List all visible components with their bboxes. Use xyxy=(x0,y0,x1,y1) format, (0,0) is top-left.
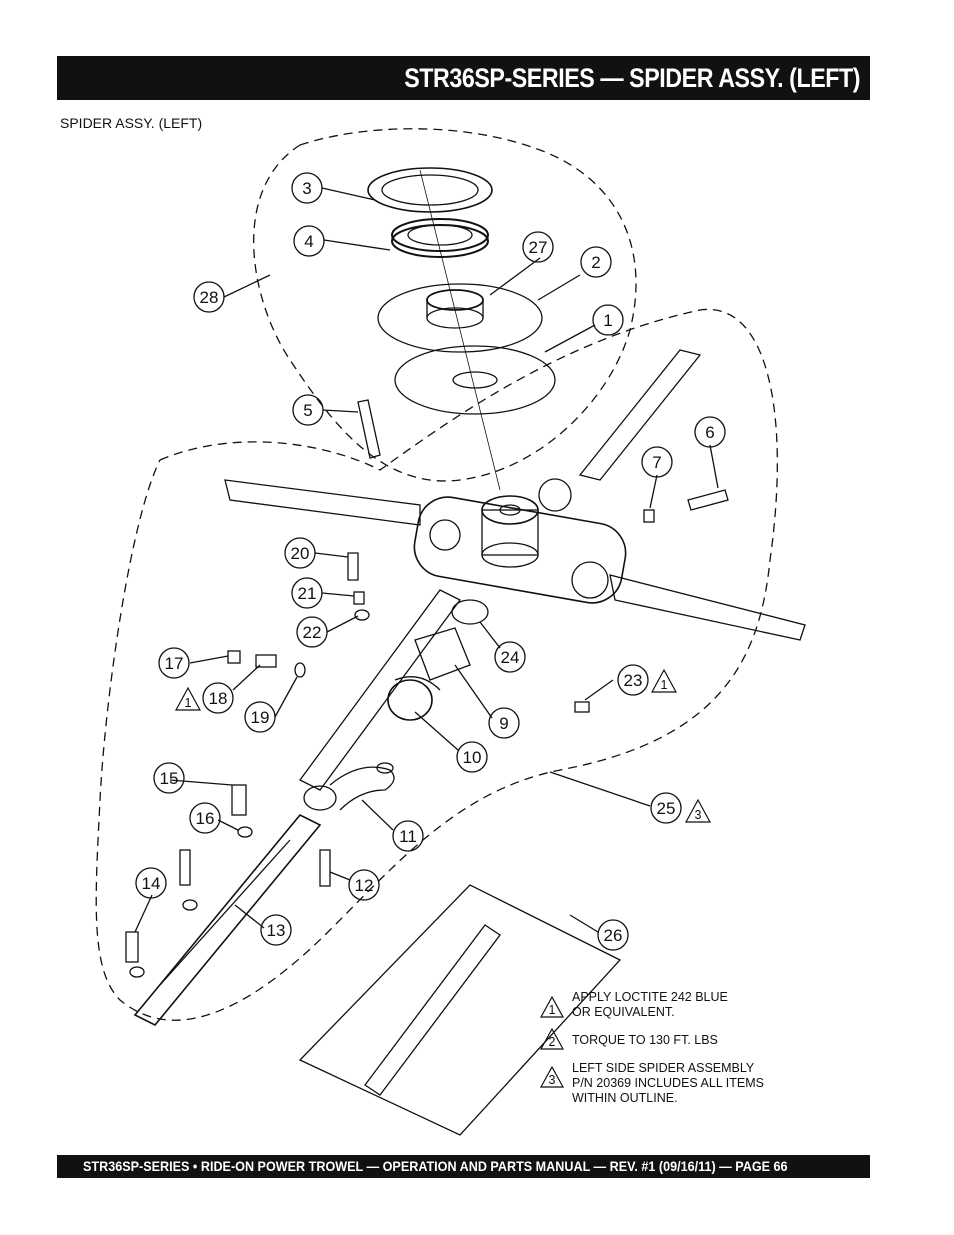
note-3-line-3: WITHIN OUTLINE. xyxy=(572,1091,678,1105)
diagram-label: 24 xyxy=(501,648,520,667)
callout-12 xyxy=(348,869,380,901)
diagram-label: 28 xyxy=(200,288,219,307)
diagram-label: 1 xyxy=(549,1003,556,1017)
callout-10 xyxy=(456,741,488,773)
diagram-label: 22 xyxy=(303,623,322,642)
page-title: STR36SP-SERIES — SPIDER ASSY. (LEFT) xyxy=(404,63,860,93)
diagram-label: 5 xyxy=(303,401,312,420)
upper-group-outline xyxy=(253,128,637,482)
footer-text: STR36SP-SERIES • RIDE-ON POWER TROWEL — … xyxy=(83,1158,788,1174)
callout-13 xyxy=(260,914,292,946)
spider-arm-bottom xyxy=(299,589,461,791)
callout-1 xyxy=(592,304,624,336)
callout-7 xyxy=(641,446,673,478)
diagram-label: 1 xyxy=(661,678,668,692)
callout-5 xyxy=(292,394,324,426)
diagram-label: 12 xyxy=(355,876,374,895)
callout-16 xyxy=(189,802,221,834)
diagram-label: 17 xyxy=(165,654,184,673)
callout-25 xyxy=(650,792,682,824)
callout-17 xyxy=(158,647,190,679)
diagram-label: 6 xyxy=(705,423,714,442)
diagram-label: 20 xyxy=(291,544,310,563)
diagram-label: 7 xyxy=(652,453,661,472)
callout-21 xyxy=(291,577,323,609)
diagram-label: 13 xyxy=(267,921,286,940)
callout-24 xyxy=(494,641,526,673)
callout-18 xyxy=(202,682,234,714)
diagram-label: 14 xyxy=(142,874,161,893)
note-3-line-1: LEFT SIDE SPIDER ASSEMBLY xyxy=(572,1061,755,1075)
callout-14 xyxy=(135,867,167,899)
callout-23 xyxy=(617,664,649,696)
diagram-label: 26 xyxy=(604,926,623,945)
diagram-label: 4 xyxy=(304,232,313,251)
spider-assembly-outline xyxy=(95,308,778,1021)
diagram-subtitle: SPIDER ASSY. (LEFT) xyxy=(60,115,203,131)
callout-6 xyxy=(694,416,726,448)
callout-20 xyxy=(284,537,316,569)
diagram-label: 11 xyxy=(399,827,417,846)
diagram-label: 10 xyxy=(463,748,482,767)
callout-26 xyxy=(597,919,629,951)
callout-9 xyxy=(488,707,520,739)
footer-bar: STR36SP-SERIES • RIDE-ON POWER TROWEL — … xyxy=(57,1155,870,1178)
callout-15 xyxy=(153,762,185,794)
callout-3 xyxy=(291,172,323,204)
diagram-label: 19 xyxy=(251,708,270,727)
note-2-line-1: TORQUE TO 130 FT. LBS xyxy=(572,1033,718,1047)
callout-2 xyxy=(580,246,612,278)
callout-22 xyxy=(296,616,328,648)
note-3-line-2: P/N 20369 INCLUDES ALL ITEMS xyxy=(572,1076,764,1090)
diagram-label: 2 xyxy=(591,253,600,272)
spider-arm-left xyxy=(224,479,421,526)
diagram-label: 2 xyxy=(549,1035,556,1049)
diagram-label: 3 xyxy=(695,808,702,822)
diagram-label: 3 xyxy=(549,1073,556,1087)
diagram-label: 1 xyxy=(603,311,612,330)
note-1-line-2: OR EQUIVALENT. xyxy=(572,1005,675,1019)
diagram-label: 27 xyxy=(529,238,548,257)
diagram-label: 21 xyxy=(298,584,317,603)
diagram-label: 23 xyxy=(624,671,643,690)
diagram-label: 25 xyxy=(657,799,676,818)
callout-11 xyxy=(392,820,424,852)
note-1-line-1: APPLY LOCTITE 242 BLUE xyxy=(572,990,728,1004)
callout-19 xyxy=(244,701,276,733)
header-bar: STR36SP-SERIES — SPIDER ASSY. (LEFT) xyxy=(57,56,870,100)
spider-arm-top xyxy=(578,349,702,481)
diagram-label: 1 xyxy=(185,696,192,710)
diagram-label: 16 xyxy=(196,809,215,828)
callout-4 xyxy=(293,225,325,257)
spider-arm-right xyxy=(609,574,806,641)
diagram-label: 9 xyxy=(499,714,508,733)
diagram-label: 3 xyxy=(302,179,311,198)
diagram-label: 15 xyxy=(160,769,179,788)
callout-28 xyxy=(193,281,225,313)
callout-27 xyxy=(522,231,554,263)
diagram-label: 18 xyxy=(209,689,228,708)
